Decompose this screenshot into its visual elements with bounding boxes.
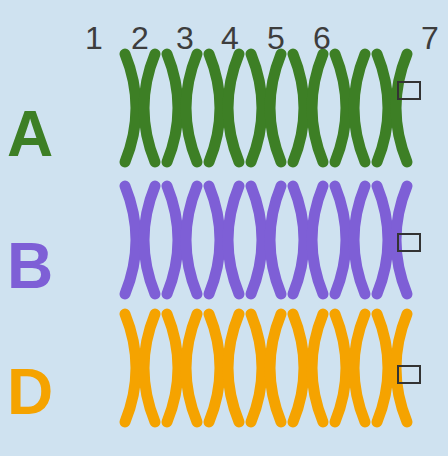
empty-box	[398, 366, 420, 383]
column-number: 7	[421, 22, 439, 54]
genome-letter: D	[7, 360, 53, 424]
column-number: 2	[131, 22, 149, 54]
genome-letter: A	[7, 102, 53, 166]
column-number: 4	[221, 22, 239, 54]
chromosome-row	[125, 186, 420, 294]
genome-letter: B	[7, 234, 53, 298]
column-number: 1	[85, 22, 103, 54]
chromosome-row	[125, 54, 420, 162]
column-number: 3	[176, 22, 194, 54]
empty-box	[398, 82, 420, 99]
chromosome-row	[125, 314, 420, 422]
column-number: 5	[267, 22, 285, 54]
empty-box	[398, 234, 420, 251]
column-number: 6	[313, 22, 331, 54]
